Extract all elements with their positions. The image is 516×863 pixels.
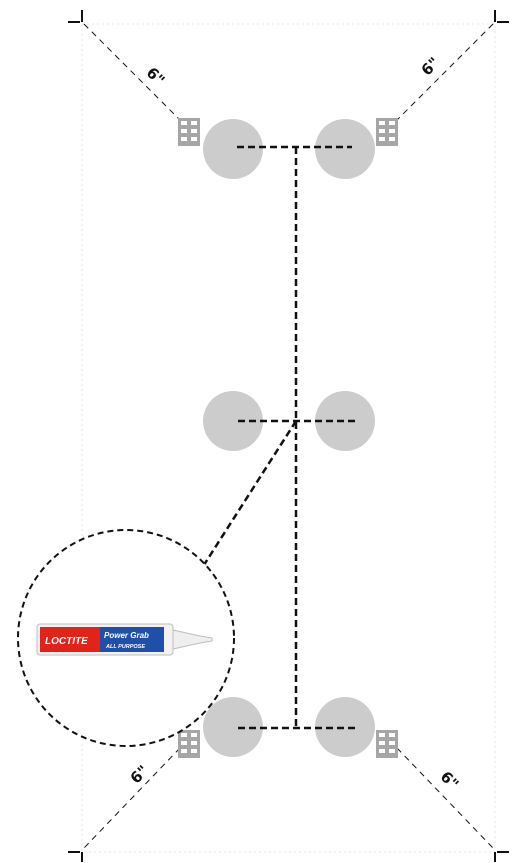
dimension-label-bottom-left: 6" [127,762,153,788]
corner-marks [68,10,509,862]
dimension-line-top-left [83,23,181,121]
corner-mark-top-right [494,10,509,23]
anchor-icons [178,118,398,758]
corner-mark-bottom-right [494,851,509,862]
callout-leader [200,420,298,569]
dimension-label-top-right: 6" [418,54,444,80]
anchor-icon-top-left [178,118,200,146]
pad-top-left [203,119,263,179]
anchor-icon-bottom-left [178,730,200,758]
adhesive-pads [203,119,375,757]
pad-top-right [315,119,375,179]
dimension-lines [83,23,494,849]
adhesive-tube-icon: LOCTITE Power Grab ALL PURPOSE [36,623,213,656]
dimension-label-bottom-right: 6" [437,768,463,794]
dimension-label-top-left: 6" [143,64,169,90]
adhesive-beads [200,145,356,730]
dimension-line-bottom-left [83,747,181,849]
tube-variant-label: ALL PURPOSE [105,644,145,650]
dimension-line-top-right [396,23,494,121]
tube-brand-label: LOCTITE [45,636,88,647]
dimension-line-bottom-right [396,747,494,849]
panel-outline [81,23,496,853]
pad-middle-left [203,391,263,451]
anchor-icon-top-right [376,118,398,146]
corner-mark-bottom-left [68,851,83,862]
corner-mark-top-left [68,10,83,23]
pad-bottom-right [315,697,375,757]
anchor-icon-bottom-right [376,730,398,758]
tube-product-name: Power Grab [104,631,149,640]
pad-bottom-left [203,697,263,757]
pad-middle-right [315,391,375,451]
